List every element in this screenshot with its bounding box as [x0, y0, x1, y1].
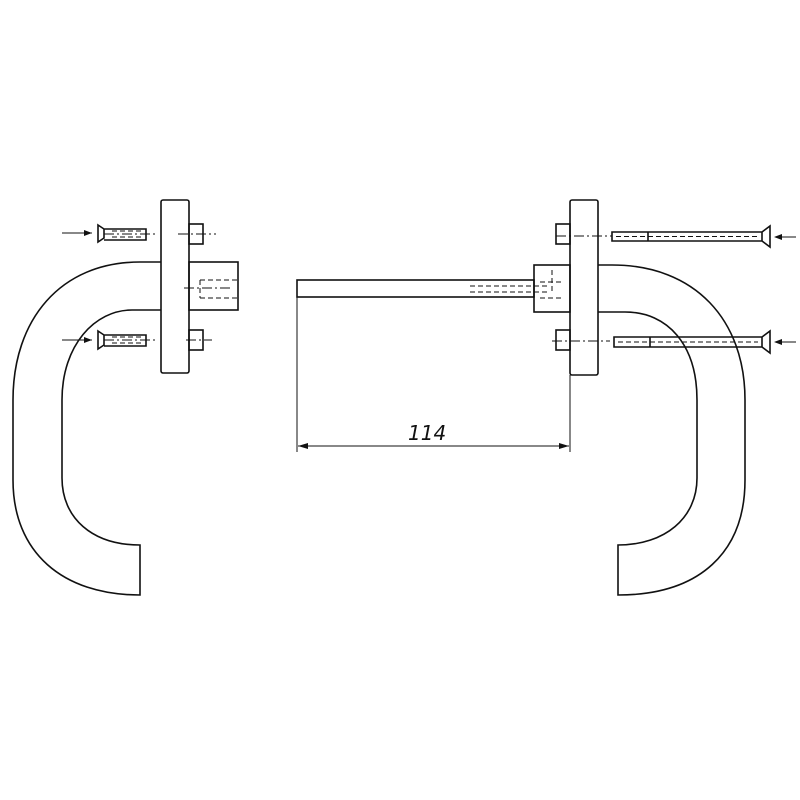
- right-handle-lever: [598, 264, 746, 596]
- left-rosette: [160, 199, 190, 374]
- right-rosette: [569, 199, 599, 376]
- dimension-label: 114: [408, 421, 446, 445]
- right-top-screw: [611, 224, 771, 249]
- left-spindle-hidden-lines: [199, 279, 238, 299]
- right-top-arrow-icon: [774, 234, 796, 240]
- right-spindle-hidden-lines: [540, 270, 562, 299]
- left-spindle-housing: [188, 261, 239, 311]
- left-handle-lever: [12, 261, 161, 596]
- right-bottom-screw: [613, 329, 771, 355]
- right-bottom-arrow-icon: [774, 339, 796, 345]
- square-spindle: [296, 279, 548, 298]
- right-handle-assembly: [533, 199, 796, 596]
- right-top-peg: [555, 223, 571, 245]
- left-bottom-screw: [97, 329, 155, 351]
- left-top-screw: [97, 223, 155, 244]
- left-top-arrow-icon: [62, 230, 92, 236]
- dimension-line: 114: [296, 297, 571, 452]
- dimension-arrow-left-icon: [298, 443, 308, 449]
- right-bottom-peg: [555, 329, 571, 351]
- left-handle-assembly: [12, 199, 239, 596]
- left-bottom-arrow-icon: [62, 337, 92, 343]
- dimension-arrow-right-icon: [559, 443, 569, 449]
